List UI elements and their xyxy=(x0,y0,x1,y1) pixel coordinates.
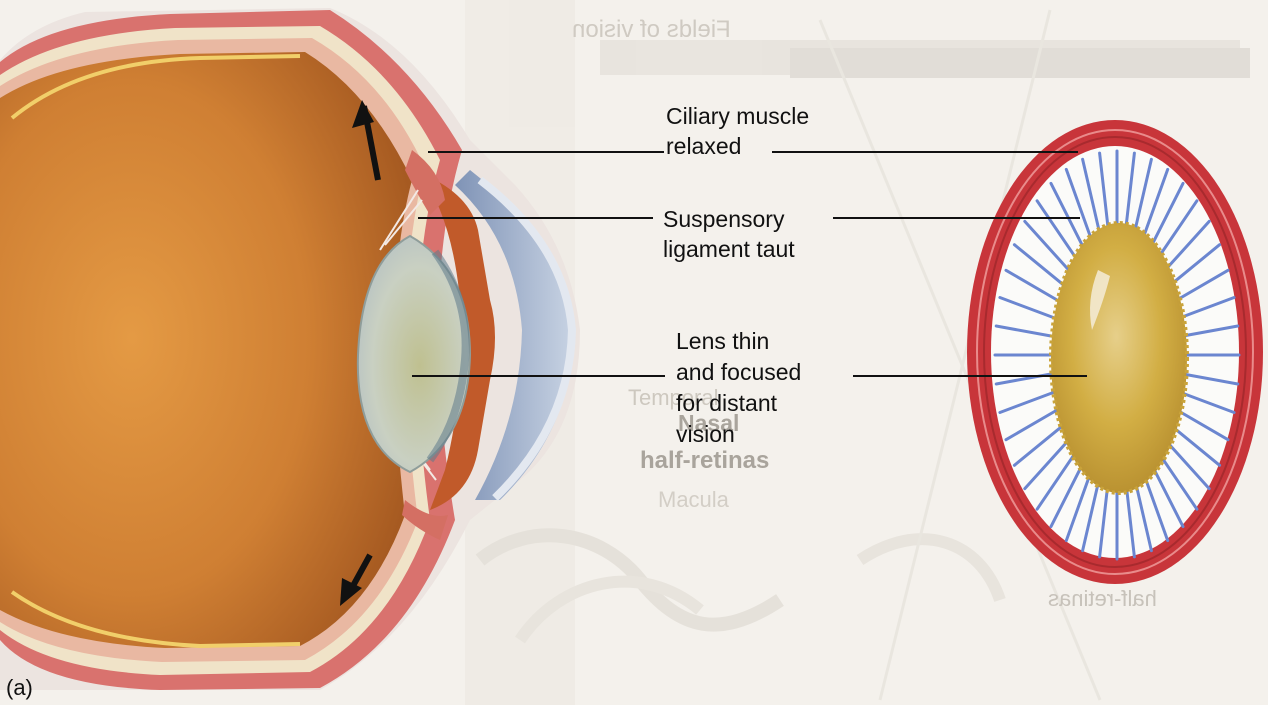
show-through-half-retinas-right: half-retinas xyxy=(1048,586,1157,612)
show-through-macula: Macula xyxy=(658,487,729,513)
label-line: and focused xyxy=(676,357,801,388)
label-line: Ciliary muscle xyxy=(666,101,809,131)
show-through-half-retinas: half-retinas xyxy=(640,447,769,475)
label-ciliary-muscle: Ciliary muscle relaxed xyxy=(666,101,809,161)
label-line: vision xyxy=(676,419,801,450)
label-suspensory-ligament: Suspensory ligament taut xyxy=(663,204,795,264)
label-line: for distant xyxy=(676,388,801,419)
panel-label: (a) xyxy=(6,673,33,703)
show-through-title: Fields of vision xyxy=(572,16,731,44)
label-line: Lens thin xyxy=(676,326,801,357)
label-lens: Lens thin and focused for distant vision xyxy=(676,326,801,450)
label-line: ligament taut xyxy=(663,234,795,264)
label-line: Suspensory xyxy=(663,204,795,234)
label-line: relaxed xyxy=(666,131,809,161)
lens-front-view xyxy=(967,120,1263,584)
